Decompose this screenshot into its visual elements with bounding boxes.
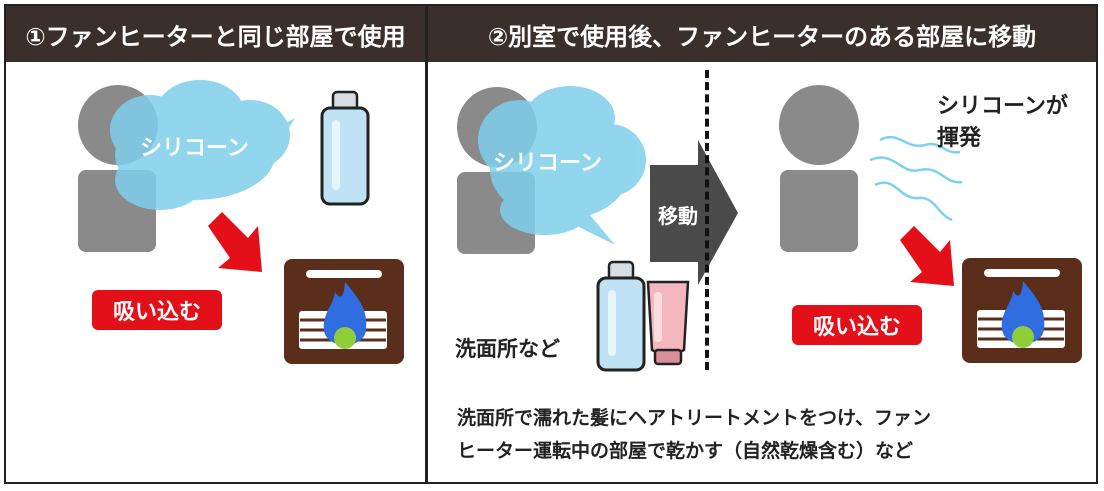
cloud-icon <box>478 86 646 245</box>
panel2-header: ②別室で使用後、ファンヒーターのある部屋に移動 <box>428 6 1096 62</box>
figure-frame <box>4 4 1098 484</box>
panel2-cloud-label: シリコーン <box>493 151 602 176</box>
panel2-inhale-label: 吸い込む <box>792 305 922 345</box>
panel1-cloud-label: シリコーン <box>140 136 249 161</box>
panel1-inhale-label: 吸い込む <box>92 290 222 330</box>
cloud-icon <box>110 80 295 210</box>
caption-line1: 洗面所で濡れた髪にヘアトリートメントをつけ、ファン <box>457 407 932 429</box>
red-arrow-icon <box>900 226 954 286</box>
person-icon <box>779 85 859 252</box>
spray-can-icon <box>320 90 370 206</box>
fan-heater-icon <box>284 259 404 364</box>
red-arrow-icon <box>208 212 262 272</box>
spray-can-icon <box>596 260 646 372</box>
move-label: 移動 <box>658 204 698 228</box>
vapor-waves-icon <box>869 136 963 222</box>
volatilize-label-line2: 揮発 <box>937 126 982 151</box>
room-separator-line <box>705 70 709 370</box>
move-arrow-icon <box>650 140 738 285</box>
panel-divider <box>425 4 428 484</box>
panel1-header: ①ファンヒーターと同じ部屋で使用 <box>6 6 425 62</box>
fan-heater-icon <box>962 258 1082 363</box>
tube-icon <box>646 280 690 366</box>
volatilize-label-line1: シリコーンが <box>937 94 1068 119</box>
location-label: 洗面所など <box>455 337 560 361</box>
caption-line2: ヒーター運転中の部屋で乾かす（自然乾燥含む）など <box>457 440 914 462</box>
